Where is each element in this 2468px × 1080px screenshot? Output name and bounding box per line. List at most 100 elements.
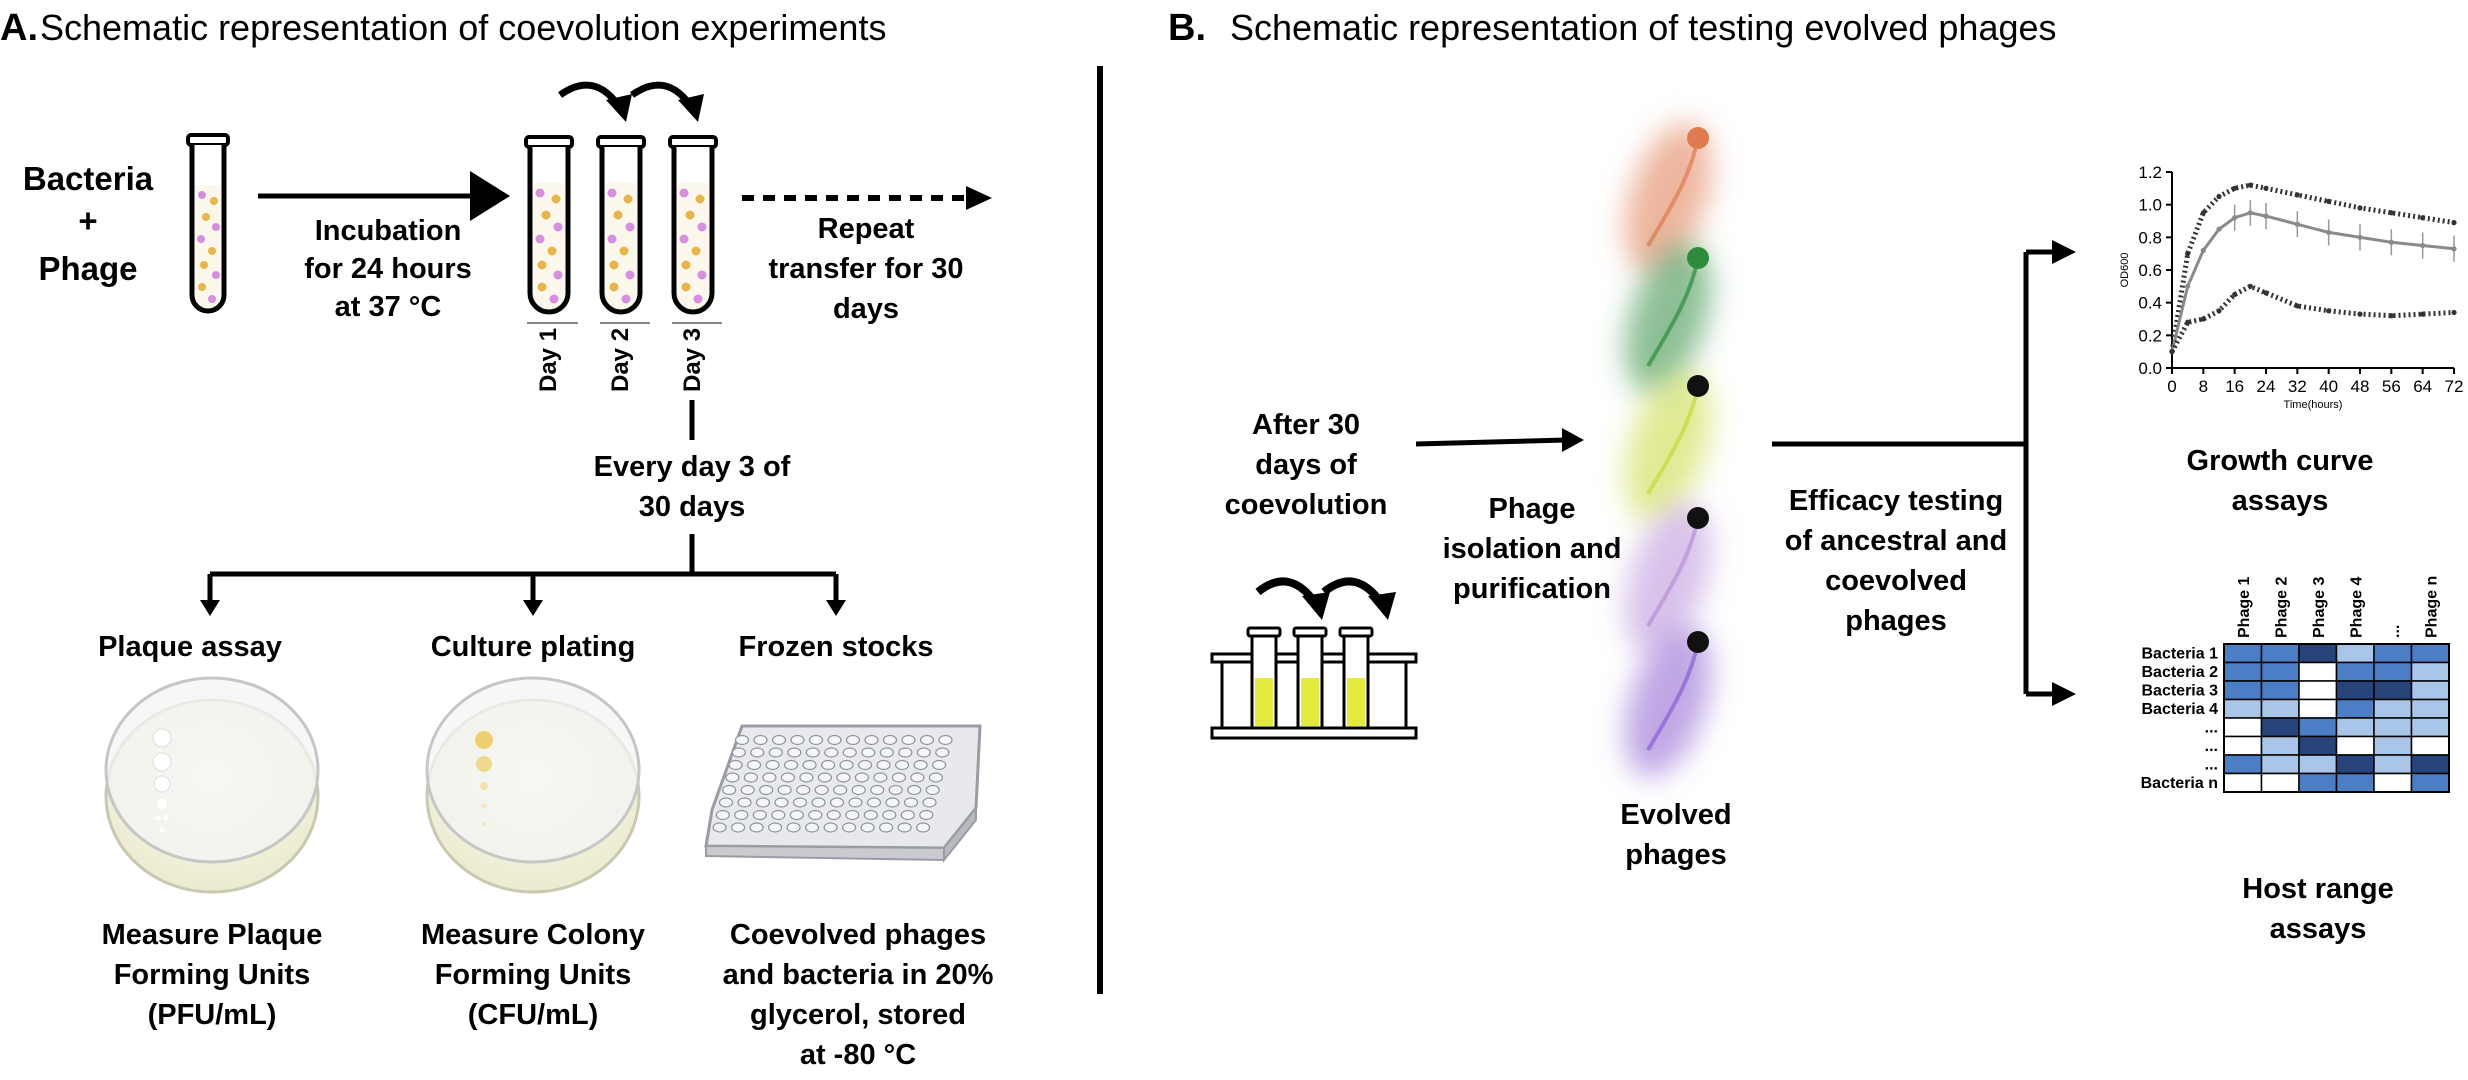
host-line-2: assays <box>2270 913 2367 945</box>
heatmap-cell <box>2260 698 2300 719</box>
heatmap-row-label: Bacteria 2 <box>2142 664 2219 681</box>
heatmap-cell <box>2410 643 2450 664</box>
heatmap-row-label: Bacteria 1 <box>2142 646 2219 663</box>
isolation-line-1: Phage <box>1488 493 1575 525</box>
culture-tube-icon <box>186 133 230 314</box>
growth-line-2: assays <box>2232 485 2329 517</box>
heatmap-cell <box>2335 643 2375 664</box>
chart-series-1-point <box>2388 210 2394 216</box>
culture-petri-dish-icon <box>425 676 641 894</box>
chart-series-1-point <box>2247 182 2253 188</box>
heatmap-cell <box>2298 661 2338 682</box>
culture-plating-heading: Culture plating <box>431 631 636 663</box>
every-day-line-2: 30 days <box>639 491 745 523</box>
efficacy-line-1: Efficacy testing <box>1789 485 2003 517</box>
to-growth-arrowhead <box>2052 240 2076 264</box>
chart-x-tick-label: 24 <box>2257 377 2276 396</box>
chart-y-tick-label: 1.0 <box>2138 196 2162 215</box>
repeat-line-1: Repeat <box>818 213 915 245</box>
phage-2-icon <box>1624 242 1712 394</box>
after-line-1: After 30 <box>1252 409 1360 441</box>
plaque-caption-2: Forming Units <box>114 959 311 991</box>
phage-label: Phage <box>38 250 137 287</box>
heatmap-cell <box>2260 643 2300 664</box>
chart-series-2-point <box>2388 239 2394 245</box>
plaque-caption-1: Measure Plaque <box>102 919 323 951</box>
plaque-petri-dish-icon <box>104 676 320 894</box>
heatmap-cell <box>2223 698 2263 719</box>
heatmap-cell <box>2298 735 2338 756</box>
chart-series-3-line <box>2169 283 2455 353</box>
efficacy-line-4: phages <box>1845 605 1947 637</box>
heatmap-cell <box>2260 772 2300 793</box>
heatmap-cell <box>2223 772 2263 793</box>
phage-5-icon <box>1624 626 1712 778</box>
heatmap-cell <box>2223 735 2263 756</box>
chart-series-3-point <box>2294 303 2300 309</box>
plus-label: + <box>78 202 97 239</box>
growth-line-1: Growth curve <box>2187 445 2374 477</box>
plaque-assay-heading: Plaque assay <box>98 631 282 663</box>
chart-x-tick-label: 16 <box>2225 377 2244 396</box>
chart-series-3-point <box>2185 319 2191 325</box>
chart-series-2-point <box>2294 221 2300 227</box>
chart-series-1-point <box>2232 185 2238 191</box>
heatmap-column-label: ... <box>2386 625 2403 638</box>
frozen-caption-3: glycerol, stored <box>750 999 966 1031</box>
chart-series-1-point <box>2216 193 2222 200</box>
chart-x-label: Time(hours) <box>2284 399 2343 411</box>
chart-series-2-line <box>2170 211 2455 353</box>
chart-series-1-point <box>2294 192 2300 198</box>
heatmap-cell <box>2410 735 2450 756</box>
heatmap-cell <box>2260 680 2300 701</box>
incubation-line-2: for 24 hours <box>304 253 472 285</box>
evolved-line-2: phages <box>1625 839 1727 871</box>
heatmap-cell <box>2373 661 2413 682</box>
isolation-arrowhead <box>1562 428 1584 452</box>
chart-x-tick-label: 32 <box>2288 377 2307 396</box>
heatmap-column-label: Phage 1 <box>2236 577 2253 638</box>
heatmap-cell <box>2373 643 2413 664</box>
heatmap-cell <box>2373 754 2413 775</box>
heatmap-cell <box>2223 717 2263 738</box>
heatmap-cell <box>2223 754 2263 775</box>
panel-b-title: Schematic representation of testing evol… <box>1230 7 2057 48</box>
every-day-line-1: Every day 3 of <box>594 451 791 483</box>
transfer-arrowhead-1 <box>606 94 632 122</box>
heatmap-cell <box>2223 643 2263 664</box>
isolation-line-2: isolation and <box>1443 533 1622 565</box>
repeat-arrowhead <box>966 186 992 210</box>
incubation-line-3: at 37 °C <box>335 291 442 323</box>
heatmap-cell <box>2335 717 2375 738</box>
bacteria-label: Bacteria <box>23 160 154 197</box>
heatmap-cell <box>2410 717 2450 738</box>
heatmap-cell <box>2298 754 2338 775</box>
branch-arrowhead-2 <box>523 600 543 616</box>
chart-y-tick-label: 0.6 <box>2138 261 2162 280</box>
isolation-arrow <box>1415 437 1567 447</box>
heatmap-column-label: Phage 4 <box>2348 577 2365 638</box>
panel-a-title: Schematic representation of coevolution … <box>40 7 886 48</box>
chart-series-2-point <box>2232 215 2238 221</box>
frozen-caption-2: and bacteria in 20% <box>723 959 994 991</box>
heatmap-cell <box>2298 717 2338 738</box>
chart-series-2-point <box>2200 247 2206 253</box>
chart-series-3-point <box>2216 308 2222 314</box>
heatmap-column-label: Phage 2 <box>2273 577 2290 638</box>
culture-caption-3: (CFU/mL) <box>468 999 598 1031</box>
heatmap-cell <box>2410 661 2450 682</box>
chart-y-tick-label: 0.4 <box>2138 294 2162 313</box>
chart-series-3-point <box>2169 349 2175 355</box>
heatmap-cell <box>2298 772 2338 793</box>
chart-series-3-point <box>2357 311 2363 317</box>
chart-series-2-point <box>2263 213 2269 219</box>
heatmap-cell <box>2373 717 2413 738</box>
heatmap-row-label: Bacteria 4 <box>2142 701 2219 718</box>
heatmap-cell <box>2410 772 2450 793</box>
chart-series-1-point <box>2357 205 2363 211</box>
chart-series-1-point <box>2185 251 2191 257</box>
incubation-line-1: Incubation <box>315 215 462 247</box>
